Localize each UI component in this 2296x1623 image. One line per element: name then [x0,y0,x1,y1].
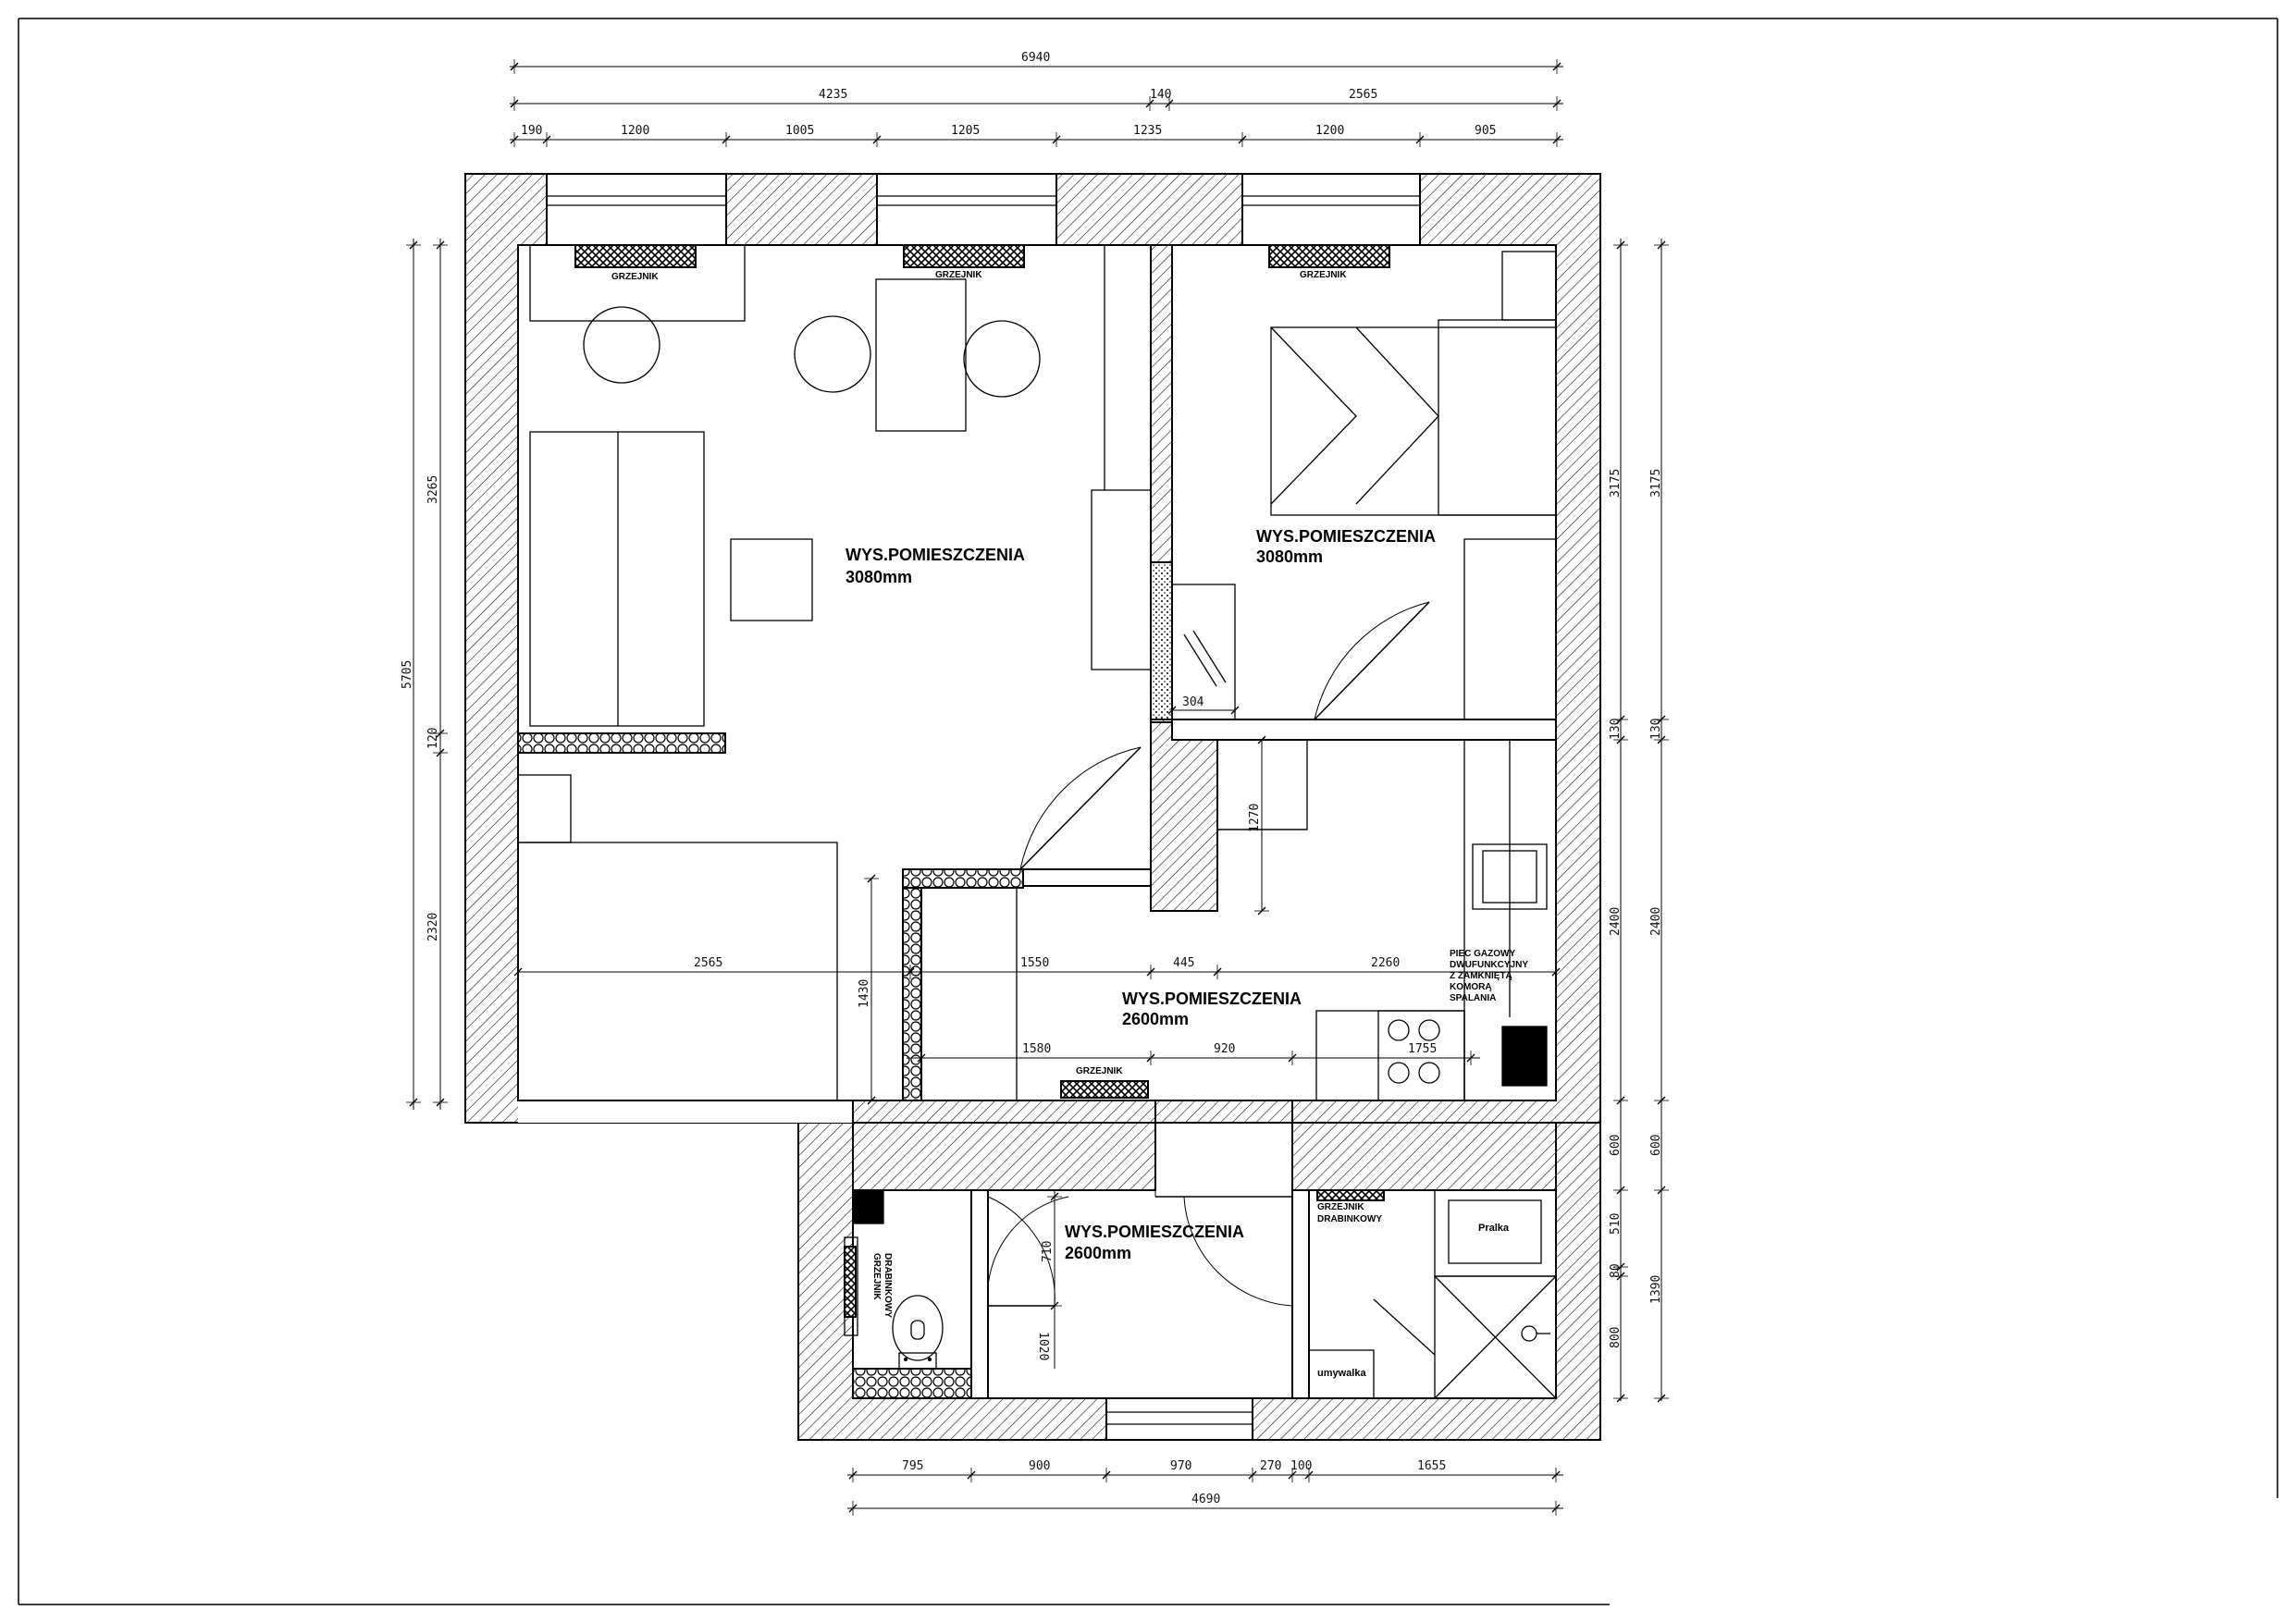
dim-1270: 1270 [1248,804,1262,832]
dim-right-inner-5: 510 [1609,1213,1623,1235]
dim-920: 920 [1214,1042,1235,1056]
living-room-height: 3080mm [846,568,912,586]
dim-top-mid-1: 4235 [819,88,847,102]
partition-living [517,732,726,754]
radiator-label-4: GRZEJNIK [1076,1066,1123,1076]
radiator-2 [903,244,1025,268]
walls [464,173,1601,1441]
dim-right-outer-3: 2400 [1649,907,1663,936]
dim-bottom-1: 795 [902,1459,923,1473]
window-4 [1105,1397,1253,1441]
dim-bottom-4: 270 [1260,1459,1281,1473]
dim-right-outer-4: 600 [1649,1135,1663,1156]
dim-2565-interior: 2565 [694,956,722,970]
dim-bottom-2: 900 [1029,1459,1050,1473]
bedroom-height: 3080mm [1256,547,1323,566]
radiator-label-2: GRZEJNIK [935,270,982,280]
dim-304: 304 [1182,695,1204,709]
window-1 [546,173,727,246]
wall-column [1150,721,1218,912]
sheet-frame [18,18,2278,1605]
boiler-label-4: KOMORĄ [1450,982,1492,992]
wc-ladder-radiator-label-1: GRZEJNIK [871,1253,882,1300]
dim-right-outer-1: 3175 [1649,469,1663,498]
radiator-label-3: GRZEJNIK [1300,270,1347,280]
wall-bath-top [852,1122,1156,1191]
dim-top-row-4: 1205 [951,124,980,138]
boiler-label-2: DWUFUNKCYJNY [1450,960,1528,970]
dim-top-row-2: 1200 [621,124,649,138]
boiler-label-1: PIEC GAZOWY [1450,949,1515,959]
wc-ladder-radiator-label-2: DRABINKOWY [883,1253,893,1318]
bath-title: WYS.POMIESZCZENIA [1065,1223,1244,1241]
sink-label: umywalka [1317,1368,1366,1379]
boiler-label-5: SPALANIA [1450,993,1496,1003]
ladder-radiator-label-2: DRABINKOWY [1317,1214,1382,1224]
washer-label: Pralka [1478,1223,1510,1234]
dimension-lines [406,59,1669,1516]
bath-height: 2600mm [1065,1244,1131,1262]
dim-right-inner-7: 800 [1609,1327,1623,1348]
dim-1430: 1430 [858,979,871,1008]
ladder-radiator-label-1: GRZEJNIK [1317,1202,1364,1212]
dim-bottom-6: 1655 [1417,1459,1446,1473]
bedroom-title: WYS.POMIESZCZENIA [1256,527,1436,546]
dim-left-1: 3265 [426,475,440,504]
window-2 [876,173,1057,246]
dim-1020: 1020 [1036,1332,1050,1360]
hall-height: 2600mm [1122,1010,1189,1028]
living-room-title: WYS.POMIESZCZENIA [846,546,1025,564]
dim-445: 445 [1173,956,1194,970]
dim-top-row-1: 190 [521,124,542,138]
dim-top-row-6: 1200 [1315,124,1344,138]
partition-hall-vertical [902,868,922,1101]
dim-right-inner-3: 2400 [1609,907,1623,936]
radiator-4 [1060,1080,1149,1099]
wall-outer-left-top-right [464,173,1601,1124]
dim-bottom-5: 100 [1290,1459,1312,1473]
dim-right-inner-2: 130 [1609,719,1623,740]
partition-hall-top [902,868,1024,889]
dim-right-outer-2: 130 [1649,719,1663,740]
dim-bottom-3: 970 [1170,1459,1191,1473]
dim-1550: 1550 [1020,956,1049,970]
dim-top-total: 6940 [1021,51,1050,65]
dim-left-2: 120 [426,728,440,749]
radiator-label-1: GRZEJNIK [611,272,659,282]
dim-right-inner-1: 3175 [1609,469,1623,498]
dim-1755: 1755 [1408,1042,1437,1056]
hall-title: WYS.POMIESZCZENIA [1122,990,1302,1008]
dim-bottom-total: 4690 [1191,1493,1220,1506]
furniture [517,244,1557,1399]
dim-right-outer-5: 1390 [1649,1275,1663,1304]
radiator-3 [1268,244,1390,268]
partition-wc-bottom [852,1368,972,1399]
dim-right-inner-6: 80 [1609,1263,1623,1278]
dim-710: 710 [1041,1241,1055,1262]
dim-top-row-3: 1005 [785,124,814,138]
dim-left-total: 5705 [401,660,414,689]
dim-top-mid-2: 140 [1150,88,1171,102]
radiator-ladder [844,1246,857,1318]
dim-2260: 2260 [1371,956,1400,970]
radiator-5 [1316,1189,1385,1201]
dim-top-row-5: 1235 [1133,124,1162,138]
boiler-label-3: Z ZAMKNIĘTĄ [1450,971,1512,981]
radiator-1 [574,244,697,268]
window-3 [1241,173,1421,246]
dim-left-3: 2320 [426,913,440,941]
dim-top-row-7: 905 [1475,124,1496,138]
dim-top-mid-3: 2565 [1349,88,1377,102]
dim-right-inner-4: 600 [1609,1135,1623,1156]
dim-1580: 1580 [1022,1042,1051,1056]
wall-kitchen-bottom [1291,1122,1557,1191]
